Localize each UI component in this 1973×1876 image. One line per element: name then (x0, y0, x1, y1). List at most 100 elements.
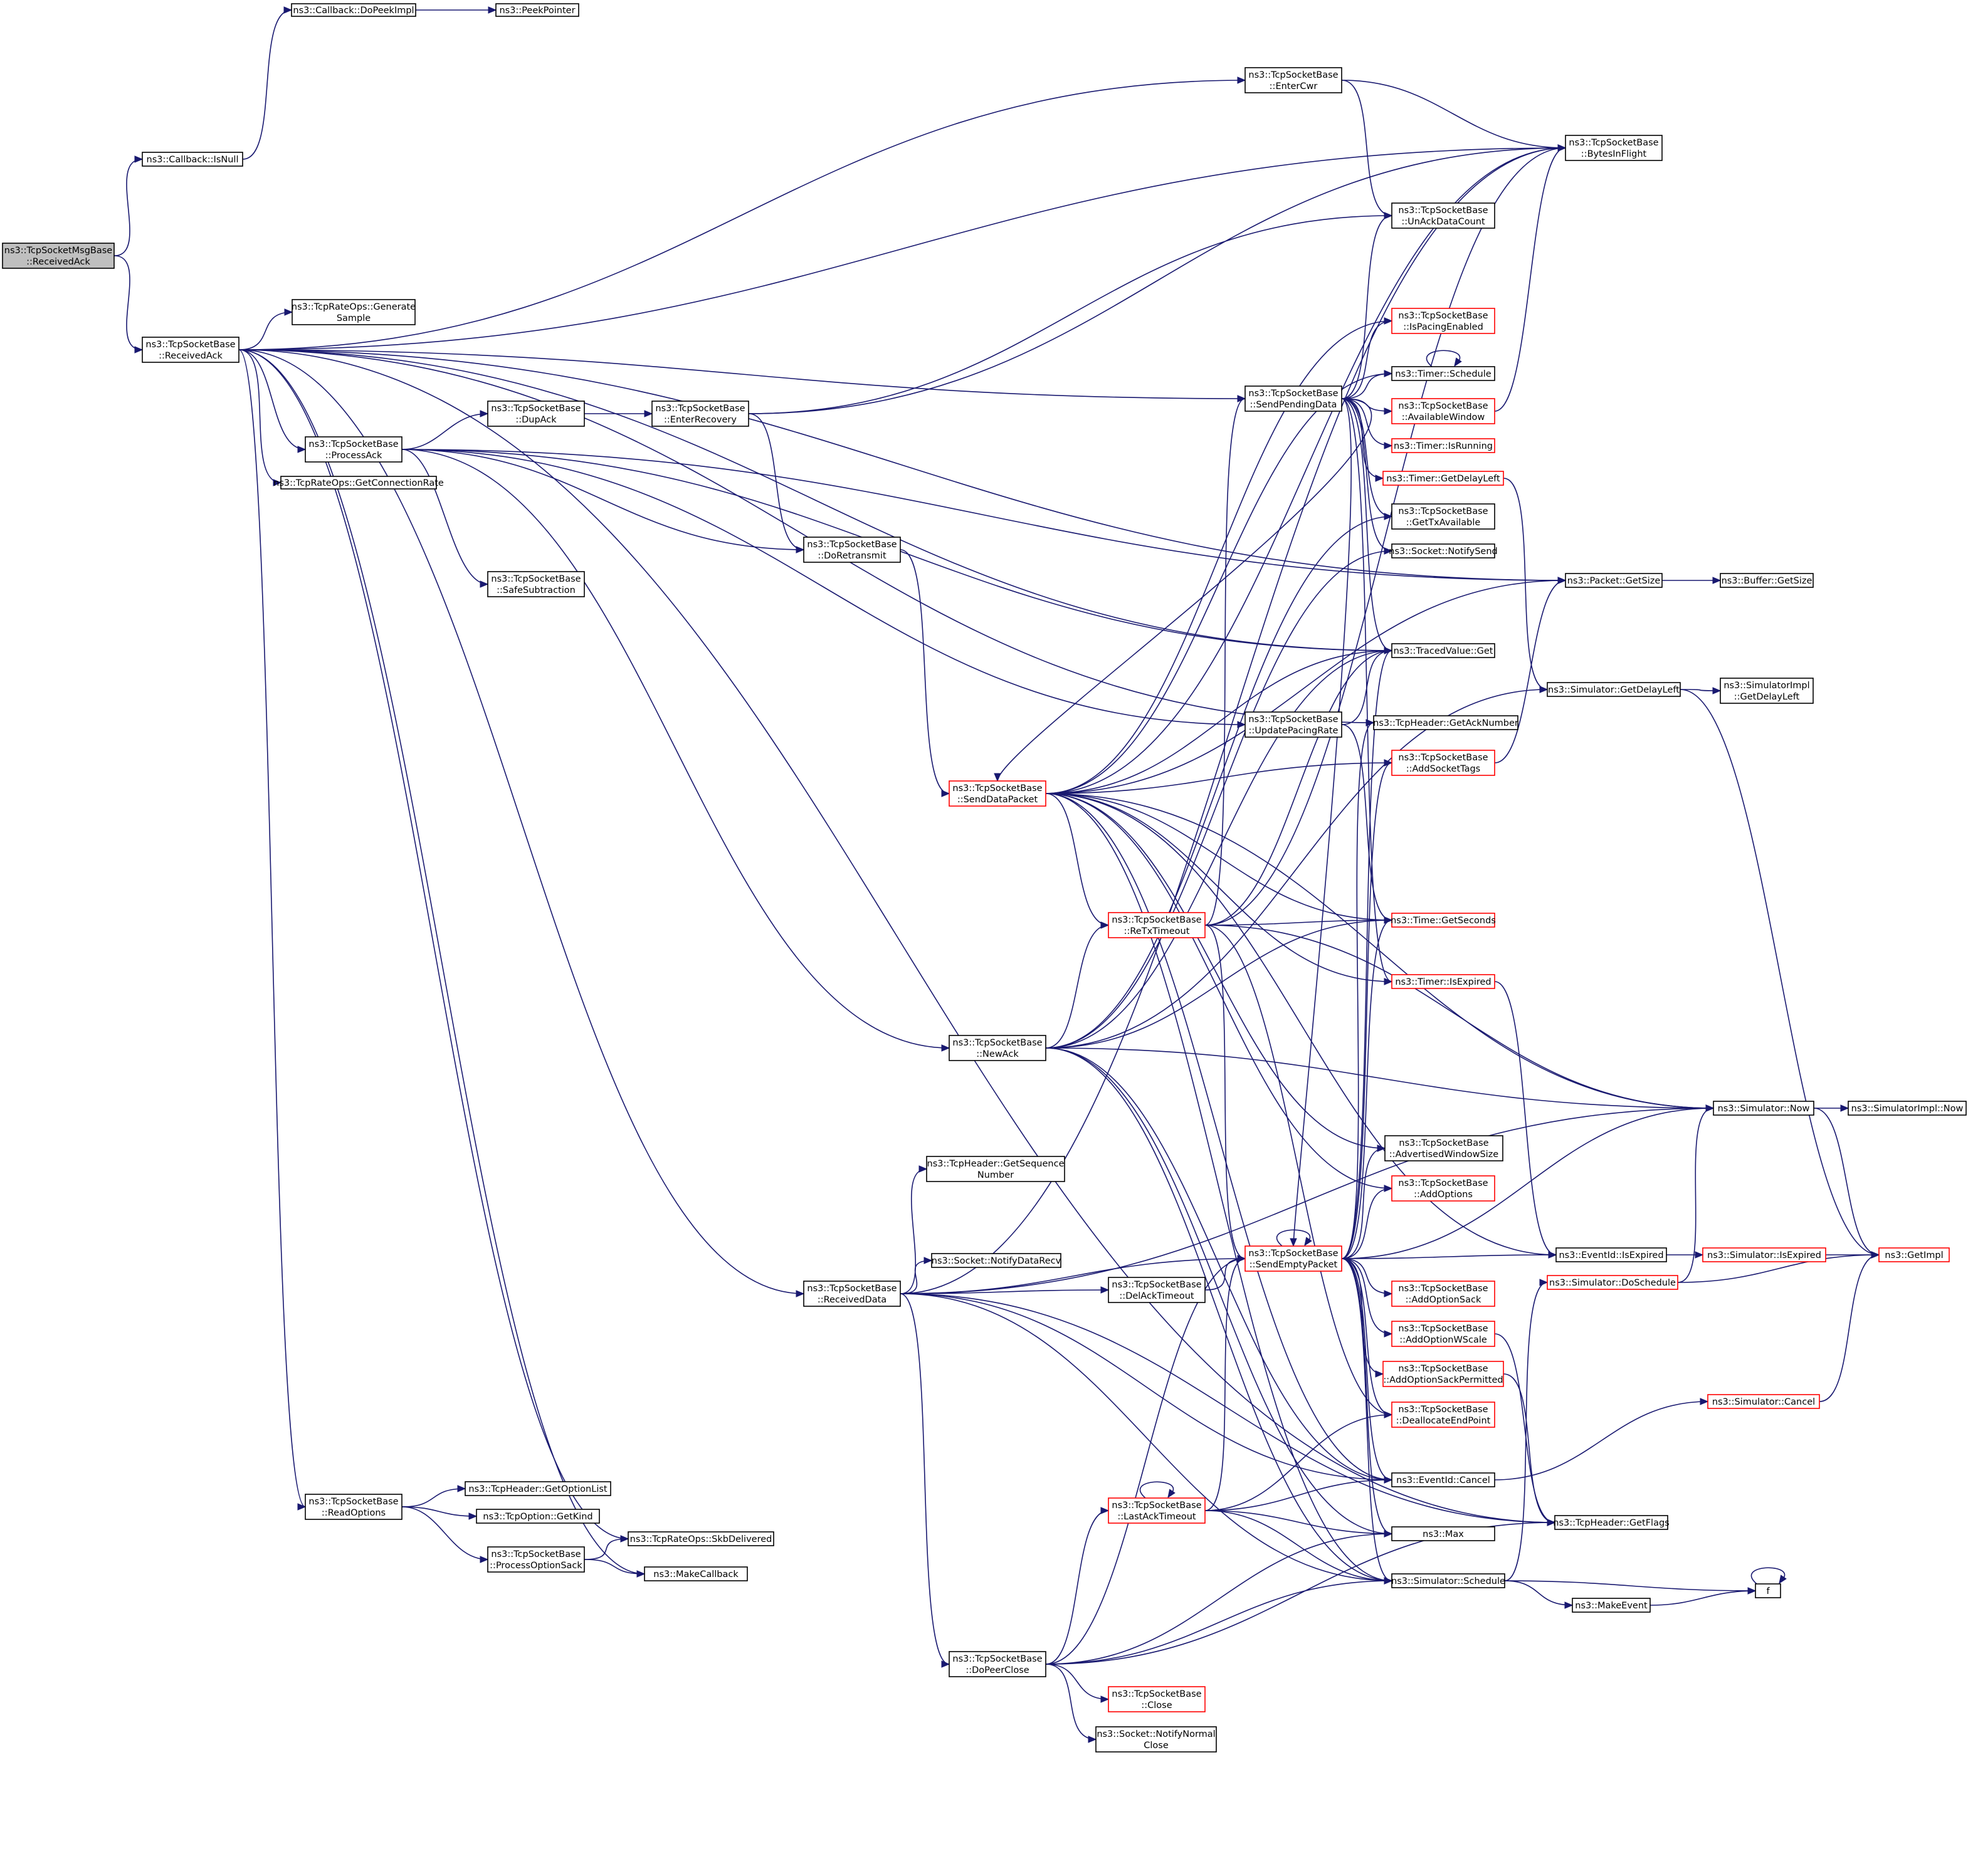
node-get-connection-rate[interactable]: ns3::TcpRateOps::GetConnectionRate (273, 476, 444, 490)
node-safe-subtraction[interactable]: ns3::TcpSocketBase::SafeSubtraction (487, 571, 585, 597)
node-label: ns3::TcpSocketBase (308, 439, 398, 449)
node-box (1391, 308, 1495, 334)
node-box (291, 3, 416, 17)
node-event-is-expired[interactable]: ns3::EventId::IsExpired (1555, 1247, 1667, 1262)
edge-arrowhead (1237, 1255, 1246, 1262)
edge-line (900, 549, 950, 794)
node-get-option-list[interactable]: ns3::TcpHeader::GetOptionList (465, 1481, 611, 1496)
node-del-ack-timeout[interactable]: ns3::TcpSocketBase::DelAckTimeout (1108, 1277, 1206, 1303)
node-label: ns3::Simulator::Schedule (1391, 1576, 1505, 1586)
node-available-window[interactable]: ns3::TcpSocketBase::AvailableWindow (1391, 398, 1495, 424)
node-box (1108, 1686, 1206, 1712)
node-make-callback[interactable]: ns3::MakeCallback (644, 1566, 748, 1581)
node-sim-schedule[interactable]: ns3::Simulator::Schedule (1391, 1573, 1505, 1588)
node-add-options[interactable]: ns3::TcpSocketBase::AddOptions (1391, 1175, 1495, 1202)
edge-arrowhead (1557, 144, 1567, 152)
node-received-data[interactable]: ns3::TcpSocketBase::ReceivedData (803, 1281, 901, 1307)
node-event-cancel[interactable]: ns3::EventId::Cancel (1391, 1472, 1495, 1487)
node-sim-get-delay-left[interactable]: ns3::Simulator::GetDelayLeft (1547, 682, 1681, 697)
node-timer-is-expired[interactable]: ns3::Timer::IsExpired (1391, 974, 1495, 989)
node-timer-get-delay-left[interactable]: ns3::Timer::GetDelayLeft (1382, 471, 1504, 486)
node-read-options[interactable]: ns3::TcpSocketBase::ReadOptions (305, 1494, 402, 1520)
node-box (1391, 1573, 1505, 1588)
node-sim-do-schedule[interactable]: ns3::Simulator::DoSchedule (1547, 1275, 1678, 1290)
node-get-impl[interactable]: ns3::GetImpl (1878, 1247, 1950, 1262)
node-notify-send[interactable]: ns3::Socket::NotifySend (1389, 543, 1498, 558)
edge-line (238, 349, 645, 1575)
edge-line (1341, 1258, 1384, 1375)
node-enter-cwr[interactable]: ns3::TcpSocketBase::EnterCwr (1244, 67, 1342, 93)
node-notify-data-recv[interactable]: ns3::Socket::NotifyDataRecv (931, 1253, 1061, 1268)
edge-arrowhead (923, 1257, 933, 1264)
edge-line (401, 449, 1566, 581)
node-get-kind[interactable]: ns3::TcpOption::GetKind (476, 1509, 600, 1524)
node-add-option-sack[interactable]: ns3::TcpSocketBase::AddOptionSack (1391, 1281, 1495, 1307)
node-enter-recovery[interactable]: ns3::TcpSocketBase::EnterRecovery (651, 401, 749, 427)
node-do-retransmit[interactable]: ns3::TcpSocketBase::DoRetransmit (803, 537, 901, 563)
node-update-pacing-rate[interactable]: ns3::TcpSocketBase::UpdatePacingRate (1244, 711, 1342, 738)
node-process-ack[interactable]: ns3::TcpSocketBase::ProcessAck (305, 436, 402, 463)
node-get-ack-number[interactable]: ns3::TcpHeader::GetAckNumber (1373, 715, 1518, 730)
edge-line (1341, 398, 1392, 517)
node-impl-now[interactable]: ns3::SimulatorImpl::Now (1848, 1101, 1967, 1116)
node-un-ack-data-count[interactable]: ns3::TcpSocketBase::UnAckDataCount (1391, 202, 1495, 229)
node-get-seconds[interactable]: ns3::Time::GetSeconds (1391, 913, 1496, 928)
edge-arrowhead (1100, 1507, 1110, 1514)
node-get-flags[interactable]: ns3::TcpHeader::GetFlags (1553, 1515, 1670, 1530)
edge-line (1494, 1333, 1555, 1523)
node-packet-get-size[interactable]: ns3::Packet::GetSize (1565, 573, 1663, 588)
node-received-ack-msg[interactable]: ns3::TcpSocketMsgBase::ReceivedAck (2, 243, 115, 269)
node-bytes-in-flight[interactable]: ns3::TcpSocketBase::BytesInFlight (1565, 135, 1663, 161)
node-timer-schedule[interactable]: ns3::Timer::Schedule (1391, 366, 1495, 381)
node-label: Sample (337, 313, 371, 323)
node-new-ack[interactable]: ns3::TcpSocketBase::NewAck (949, 1035, 1046, 1061)
node-do-peek-impl[interactable]: ns3::Callback::DoPeekImpl (291, 3, 416, 17)
node-buffer-get-size[interactable]: ns3::Buffer::GetSize (1720, 573, 1814, 588)
node-received-ack[interactable]: ns3::TcpSocketBase::ReceivedAck (142, 337, 239, 363)
node-advertised-window-size[interactable]: ns3::TcpSocketBase::AdvertisedWindowSize (1384, 1135, 1503, 1161)
node-sim-is-expired[interactable]: ns3::Simulator::IsExpired (1702, 1247, 1826, 1262)
edge-arrowhead (918, 1165, 928, 1173)
edge-line (238, 349, 1392, 651)
node-f[interactable]: f (1755, 1583, 1781, 1598)
node-label: ns3::TcpHeader::GetAckNumber (1373, 718, 1518, 728)
edge-process-option-sack-to-make-callback (584, 1559, 646, 1578)
node-add-option-wscale[interactable]: ns3::TcpSocketBase::AddOptionWScale (1391, 1321, 1495, 1347)
edge-send-empty-packet-to-event-is-expired (1341, 1251, 1557, 1259)
node-is-null[interactable]: ns3::Callback::IsNull (142, 152, 243, 167)
node-send-empty-packet[interactable]: ns3::TcpSocketBase::SendEmptyPacket (1244, 1245, 1342, 1272)
node-send-pending-data[interactable]: ns3::TcpSocketBase::SendPendingData (1244, 385, 1342, 412)
node-label: ns3::TcpSocketBase (1248, 715, 1338, 725)
node-skb-delivered[interactable]: ns3::TcpRateOps::SkbDelivered (628, 1531, 774, 1546)
node-impl-get-delay-left[interactable]: ns3::SimulatorImpl::GetDelayLeft (1720, 678, 1814, 704)
node-traced-value-get[interactable]: ns3::TracedValue::Get (1391, 643, 1495, 658)
node-is-pacing-enabled[interactable]: ns3::TcpSocketBase::IsPacingEnabled (1391, 308, 1495, 334)
node-label: ::AddOptionWScale (1399, 1335, 1487, 1345)
node-sim-now[interactable]: ns3::Simulator::Now (1713, 1101, 1814, 1116)
node-deallocate-end-point[interactable]: ns3::TcpSocketBase::DeallocateEndPoint (1391, 1402, 1495, 1428)
edge-line (1494, 580, 1566, 763)
node-send-data-packet[interactable]: ns3::TcpSocketBase::SendDataPacket (949, 780, 1046, 807)
node-do-peer-close[interactable]: ns3::TcpSocketBase::DoPeerClose (949, 1651, 1046, 1677)
node-timer-is-running[interactable]: ns3::Timer::IsRunning (1391, 438, 1495, 453)
node-close[interactable]: ns3::TcpSocketBase::Close (1108, 1686, 1206, 1712)
node-max[interactable]: ns3::Max (1391, 1526, 1495, 1541)
node-box (1547, 682, 1681, 697)
node-process-option-sack[interactable]: ns3::TcpSocketBase::ProcessOptionSack (487, 1546, 585, 1573)
node-sim-cancel[interactable]: ns3::Simulator::Cancel (1707, 1394, 1820, 1409)
node-last-ack-timeout[interactable]: ns3::TcpSocketBase::LastAckTimeout (1108, 1497, 1206, 1524)
edge-last-ack-timeout-to-event-cancel (1204, 1476, 1393, 1511)
node-dup-ack[interactable]: ns3::TcpSocketBase::DupAck (487, 401, 585, 427)
edge-new-ack-to-traced-value-get (1045, 647, 1393, 1049)
node-make-event[interactable]: ns3::MakeEvent (1572, 1598, 1651, 1613)
node-add-option-sack-permitted[interactable]: ns3::TcpSocketBase::AddOptionSackPermitt… (1382, 1361, 1504, 1387)
node-get-tx-available[interactable]: ns3::TcpSocketBase::GetTxAvailable (1391, 503, 1495, 530)
node-add-socket-tags[interactable]: ns3::TcpSocketBase::AddSocketTags (1391, 750, 1495, 776)
node-re-tx-timeout[interactable]: ns3::TcpSocketBase::ReTxTimeout (1108, 912, 1206, 938)
edge-arrowhead (1384, 407, 1393, 415)
node-peek-pointer[interactable]: ns3::PeekPointer (495, 3, 579, 17)
edge-line (900, 1168, 927, 1294)
